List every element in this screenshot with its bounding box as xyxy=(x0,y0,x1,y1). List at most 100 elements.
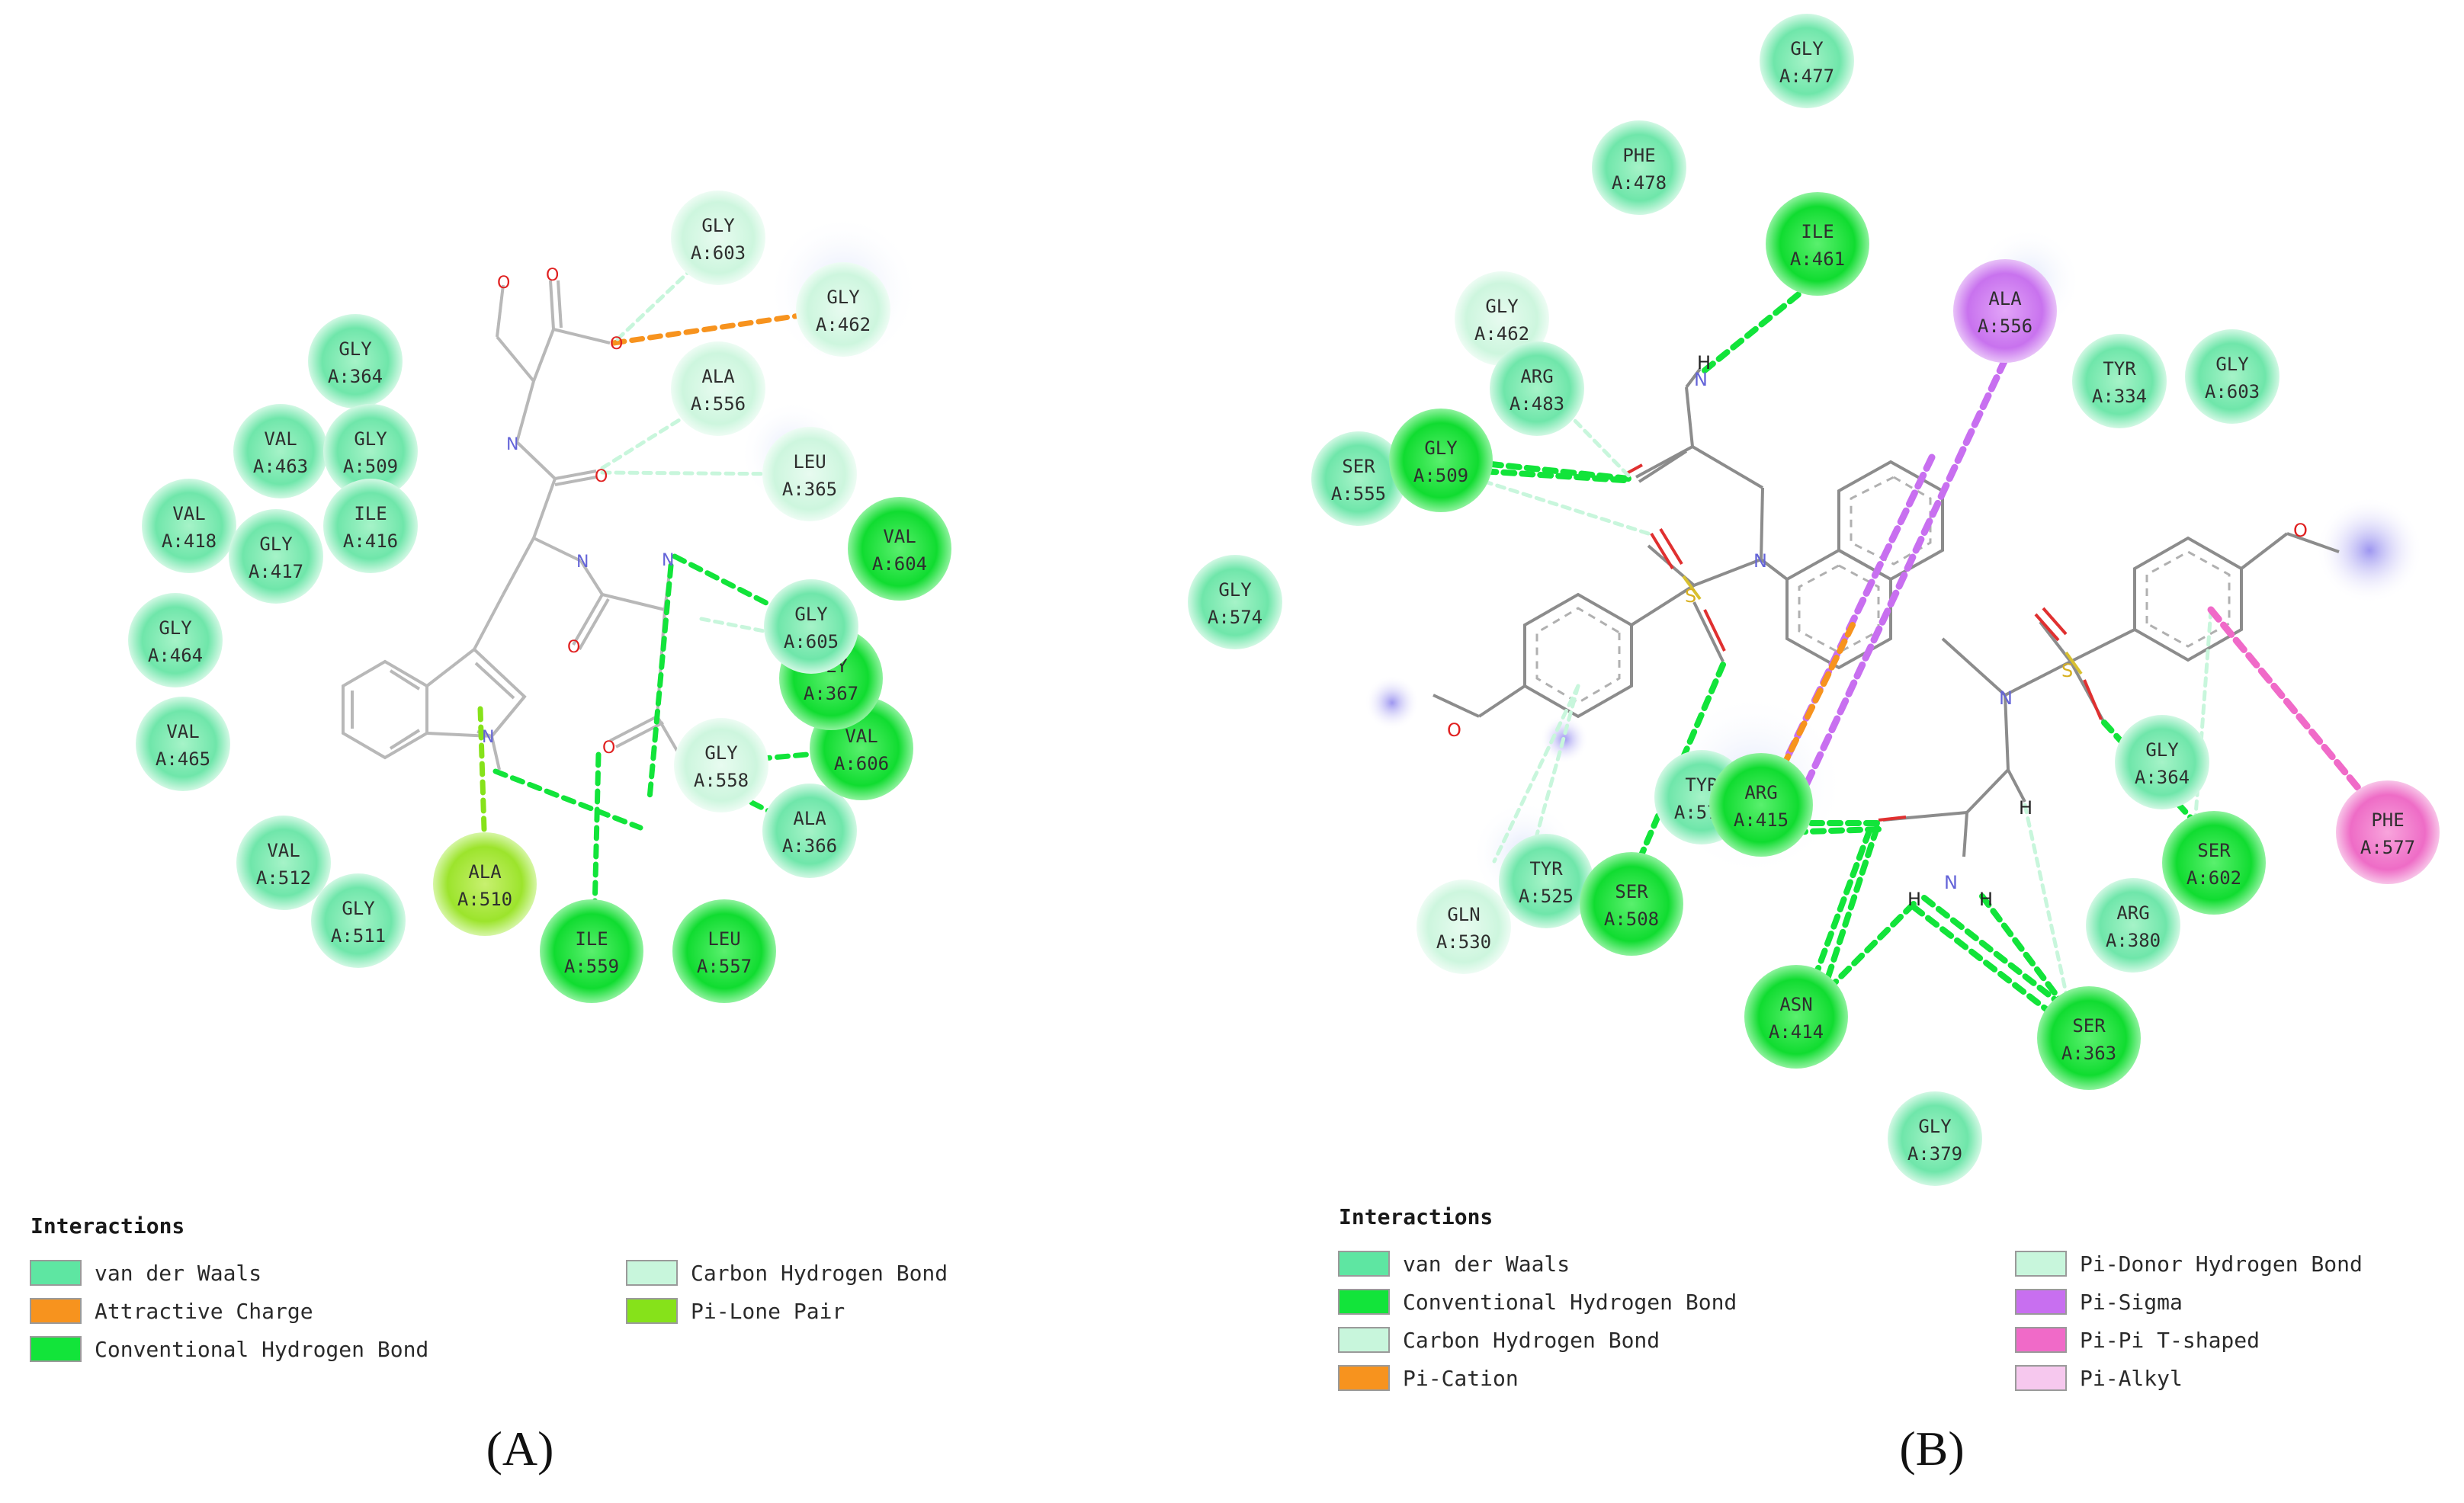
residue-disc xyxy=(1766,192,1869,296)
residue-disc xyxy=(1888,1091,1982,1186)
residue-id: A:462 xyxy=(1474,323,1529,345)
residue-disc xyxy=(311,873,406,968)
residue-name: ARG xyxy=(1744,782,1777,803)
legend-label: van der Waals xyxy=(1403,1251,1570,1277)
residue-gly-417: GLY A:417 xyxy=(229,509,323,604)
legend-swatch xyxy=(1338,1289,1390,1315)
residue-id: A:558 xyxy=(694,770,749,791)
residue-name: ILE xyxy=(354,503,387,524)
legend-item-attractive: Attractive Charge xyxy=(30,1298,313,1324)
nitrogen-atom: N xyxy=(506,435,518,454)
residue-disc xyxy=(323,404,418,498)
carbon-hbond-line xyxy=(699,617,813,643)
halo xyxy=(1365,675,1420,730)
nitrogen-atom: N xyxy=(1753,550,1767,572)
legend-swatch xyxy=(2015,1289,2067,1315)
residue-id: A:367 xyxy=(804,683,858,704)
oxygen-atom: O xyxy=(567,638,580,657)
residue-name: GLY xyxy=(826,287,860,308)
legend-item-carbon-hbond: Carbon Hydrogen Bond xyxy=(1338,1327,1660,1353)
residue-disc xyxy=(2115,715,2209,809)
hbond-line xyxy=(1819,825,1880,998)
residue-disc xyxy=(433,832,537,936)
residue-id: A:511 xyxy=(331,925,386,947)
residue-disc xyxy=(671,341,765,436)
residue-disc xyxy=(128,593,223,687)
residue-name: ILE xyxy=(575,928,608,950)
nitrogen-atom: N xyxy=(662,551,674,570)
residue-id: A:604 xyxy=(872,553,927,575)
residue-disc xyxy=(1744,965,1848,1069)
carbon-hbond-line xyxy=(600,470,795,476)
pi-sigma-line xyxy=(1803,356,2009,787)
residue-id: A:530 xyxy=(1436,931,1491,953)
ligand-structure xyxy=(1433,367,2340,857)
legend-swatch xyxy=(2015,1365,2067,1391)
residue-name: SER xyxy=(2072,1015,2106,1037)
residue-name: GLN xyxy=(1447,904,1480,925)
residue-name: SER xyxy=(2197,840,2231,861)
legend-item-carbon-hbond: Carbon Hydrogen Bond xyxy=(626,1260,948,1286)
residue-id: A:364 xyxy=(2135,767,2190,788)
legend-label: Conventional Hydrogen Bond xyxy=(1403,1290,1737,1315)
residue-id: A:366 xyxy=(782,835,837,857)
legend-swatch xyxy=(30,1336,82,1362)
legend-title: Interactions xyxy=(1339,1204,1493,1229)
residue-name: ALA xyxy=(468,861,502,883)
oxygen-atom: O xyxy=(610,335,623,354)
atom-labels: N H N N S S N H H H O O xyxy=(1447,352,2308,910)
legend-item-pi-cation: Pi-Cation xyxy=(1338,1365,1519,1391)
residue-id: A:380 xyxy=(2106,930,2161,951)
hydrogen-atom: H xyxy=(2019,797,2032,819)
residue-id: A:509 xyxy=(1413,465,1468,486)
residue-name: GLY xyxy=(1485,296,1519,317)
legend-swatch xyxy=(1338,1251,1390,1277)
carbon-hbond-line xyxy=(2023,803,2070,1002)
residue-id: A:417 xyxy=(249,561,303,582)
legend-swatch xyxy=(626,1298,678,1324)
residue-disc xyxy=(2336,780,2440,884)
legend-swatch xyxy=(30,1260,82,1286)
residue-name: ARG xyxy=(1520,366,1553,387)
sulfur-atom: S xyxy=(2061,660,2073,681)
hbond-line xyxy=(592,752,602,915)
residues-b: GLYA:477PHEA:478ILEA:461ALAA:556GLYA:462… xyxy=(1188,14,2440,1186)
panel-a: O O O O O O O N N N N GLYA:364VALA:463GL… xyxy=(30,191,951,1476)
legend-item-conv-hbond: Conventional Hydrogen Bond xyxy=(1338,1289,1737,1315)
panel-a-label: (A) xyxy=(486,1421,554,1476)
pi-donor-line xyxy=(1492,684,1580,864)
legend-item-pi-donor: Pi-Donor Hydrogen Bond xyxy=(2015,1251,2363,1277)
residue-name: GLY xyxy=(1424,437,1458,459)
legend-label: Pi-Donor Hydrogen Bond xyxy=(2080,1251,2363,1277)
legend-label: van der Waals xyxy=(95,1261,261,1286)
residue-name: GLY xyxy=(338,338,372,360)
residue-name: GLY xyxy=(259,534,293,555)
residue-name: VAL xyxy=(166,721,199,742)
residue-id: A:603 xyxy=(691,242,746,264)
residue-id: A:577 xyxy=(2360,837,2415,858)
carbon-hbond-line xyxy=(1568,414,1631,478)
residue-disc xyxy=(762,427,857,521)
residue-gln-530: GLN A:530 xyxy=(1416,880,1511,974)
hbond-line xyxy=(1911,904,2063,1023)
residue-disc xyxy=(136,697,230,791)
legend-label: Pi-Pi T-shaped xyxy=(2080,1328,2260,1353)
residue-id: A:606 xyxy=(834,753,889,774)
halo xyxy=(2316,497,2423,604)
legend-item-pi-pi-tshaped: Pi-Pi T-shaped xyxy=(2015,1327,2260,1353)
